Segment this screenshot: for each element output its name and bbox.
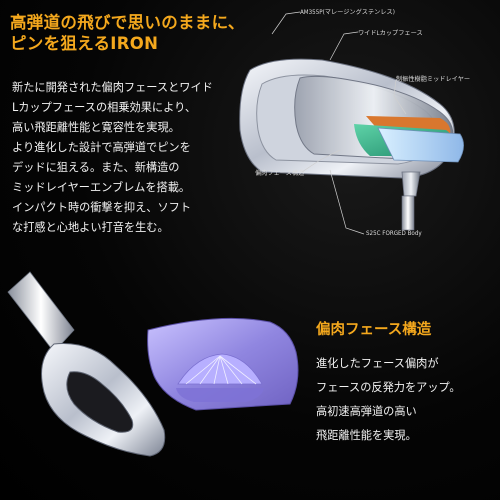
- headline-line-1: 高弾道の飛びで思いのままに、: [10, 13, 245, 32]
- description-line: より進化した設計で高弾道でピンを: [12, 141, 191, 154]
- headline-line-2: ピンを狙えるIRON: [10, 34, 159, 53]
- exploded-iron-head: [239, 11, 464, 235]
- callout-body-material: S25C FORGED Body: [366, 230, 422, 237]
- description-line: 新たに開発された偏肉フェースとワイド: [12, 81, 213, 94]
- callout-wide-l-cup: ワイドLカップフェース: [358, 30, 423, 37]
- feature-line: 進化したフェース偏肉が: [316, 357, 439, 370]
- description-line: な打感と心地よい打音を生む。: [12, 221, 169, 234]
- description-line: インパクト時の衝撃を抑え、ソフト: [12, 201, 192, 214]
- description-line: 高い飛距離性能と寛容性を実現。: [12, 121, 180, 134]
- iron-face-cross-section: [7, 271, 299, 457]
- description-line: Lカップフェースの相乗効果により、: [12, 101, 197, 114]
- callout-mid-layer: 制振性樹脂ミッドレイヤー: [396, 76, 471, 83]
- feature-line: 飛距離性能を実現。: [316, 429, 417, 442]
- product-description: 新たに開発された偏肉フェースとワイド Lカップフェースの相乗効果により、 高い飛…: [12, 78, 237, 238]
- feature-line: フェースの反発力をアップ。: [316, 381, 461, 394]
- callout-face-material: AM355P(マレージングステンレス): [300, 9, 395, 16]
- headline: 高弾道の飛びで思いのままに、 ピンを狙えるIRON: [10, 12, 270, 54]
- feature-title: 偏肉フェース構造: [316, 322, 432, 338]
- callout-variable-face: 偏肉フェース構造: [255, 170, 305, 177]
- feature-line: 高初速高弾道の高い: [316, 405, 417, 418]
- description-line: ミッドレイヤーエンブレムを搭載。: [12, 181, 191, 194]
- feature-description: 進化したフェース偏肉が フェースの反発力をアップ。 高初速高弾道の高い 飛距離性…: [316, 352, 496, 448]
- description-line: デッドに狙える。また、新構造の: [12, 161, 180, 174]
